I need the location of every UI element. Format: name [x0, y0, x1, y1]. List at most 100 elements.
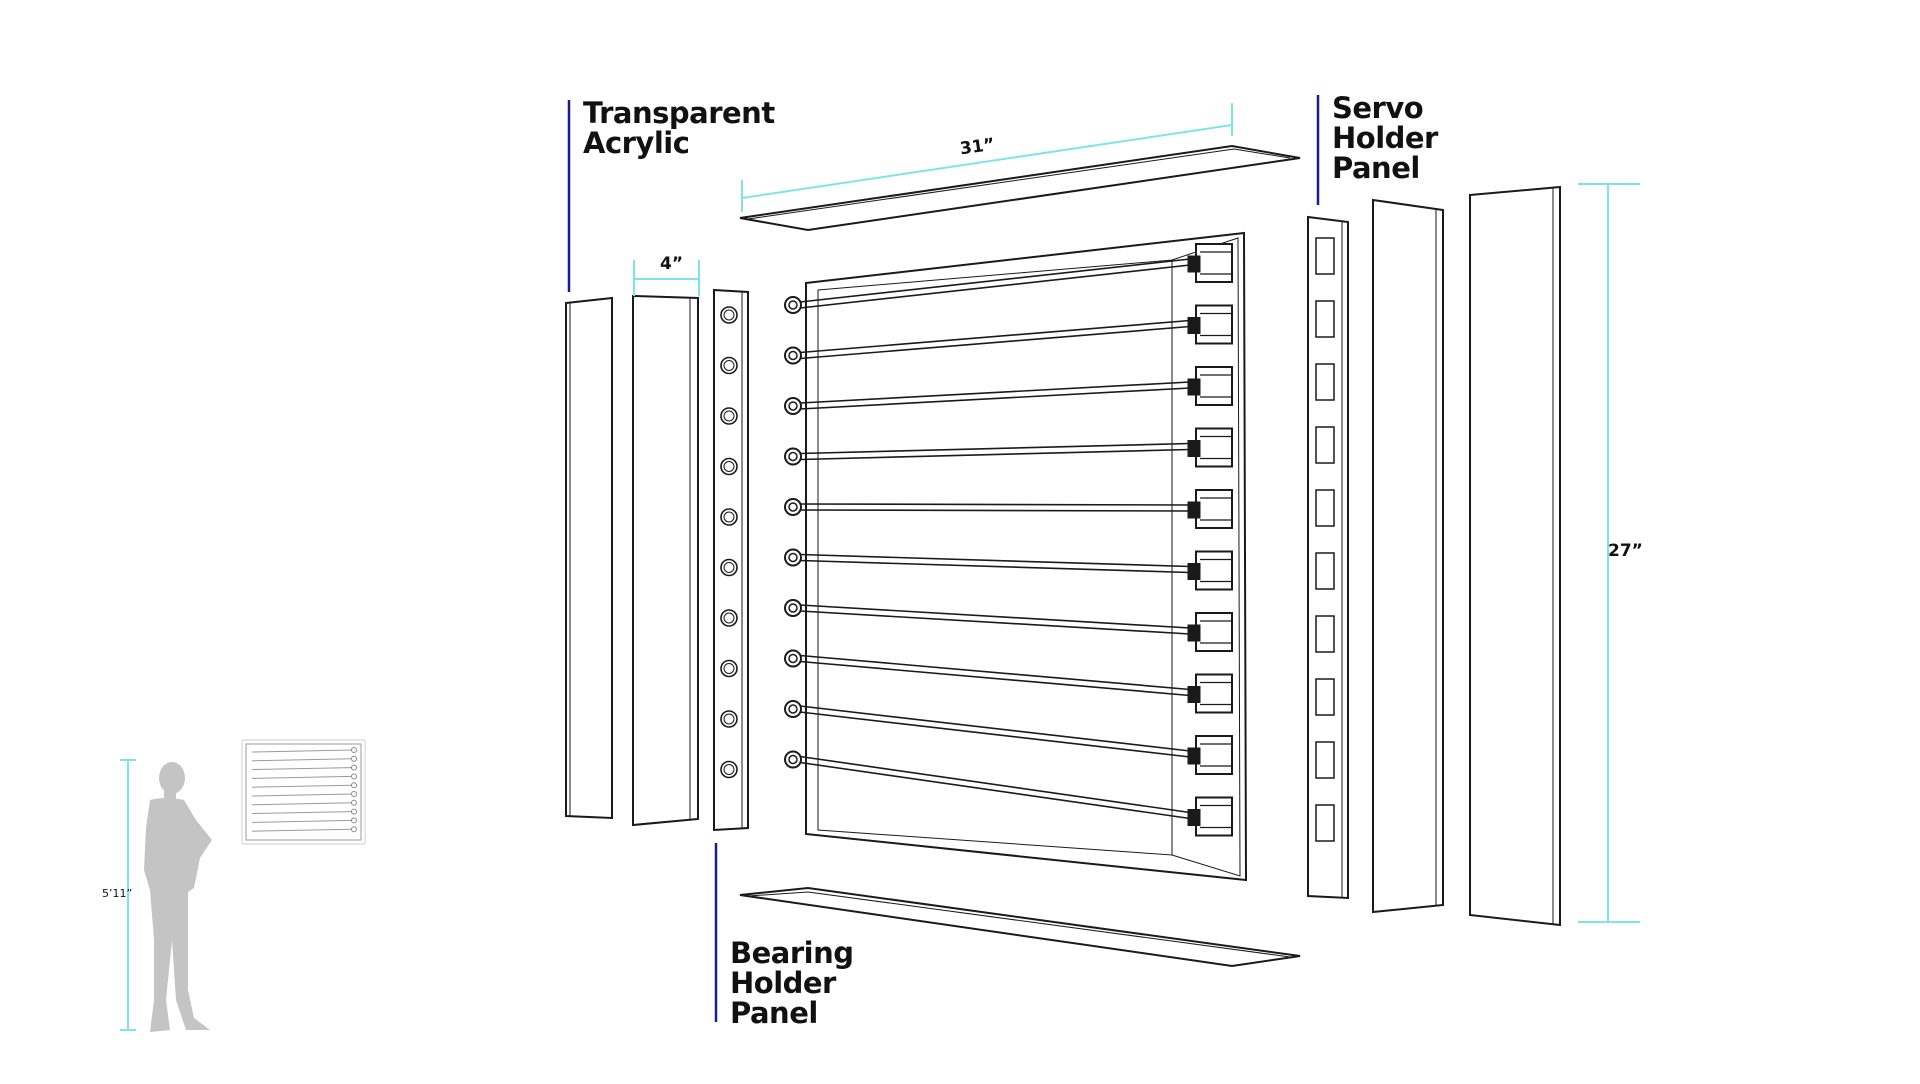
top-rail — [739, 144, 1301, 232]
mini-servo — [351, 808, 357, 815]
mini-rod — [251, 793, 353, 797]
servo-horn — [1187, 317, 1201, 334]
mini-rod — [251, 802, 353, 806]
dimension-31-line — [741, 103, 1233, 212]
person-height-label: 5’11” — [102, 887, 133, 900]
mini-servo — [351, 773, 357, 780]
servo-holder-panel — [1307, 215, 1349, 900]
rod-assembly — [784, 599, 1233, 652]
servo-slot — [1315, 489, 1335, 527]
mini-servo — [351, 747, 357, 753]
label-line: Panel — [1332, 151, 1420, 185]
bearing-hole-inner — [723, 360, 735, 371]
servo — [1195, 427, 1233, 468]
servo — [1195, 735, 1233, 775]
rod-edge — [799, 264, 1191, 309]
rod — [799, 503, 1191, 506]
servo — [1195, 796, 1233, 837]
rod — [799, 553, 1191, 568]
bearing-hole — [720, 609, 738, 627]
servo-horn — [1187, 255, 1201, 273]
rod-end-bearing-inner — [788, 300, 798, 310]
bearing-hole-inner — [723, 511, 735, 523]
servo-slot — [1315, 300, 1335, 338]
rod-end-bearing-inner — [788, 552, 798, 563]
bearing-hole — [720, 457, 738, 476]
bearing-hole — [720, 407, 738, 425]
servo — [1195, 243, 1233, 283]
bearing-hole — [720, 558, 738, 577]
servo — [1195, 550, 1233, 591]
servo — [1195, 489, 1233, 529]
label-line: Holder — [1332, 121, 1438, 155]
rod-assembly — [784, 489, 1233, 529]
label-line: Bearing — [730, 936, 854, 970]
servo — [1195, 366, 1233, 406]
servo-horn — [1187, 378, 1201, 396]
mini-servo — [351, 817, 357, 824]
servo-slot — [1315, 741, 1335, 779]
servo-horn — [1187, 624, 1201, 642]
transparent-acrylic-label: Transparent Acrylic — [583, 98, 775, 158]
rod-assembly — [784, 649, 1233, 714]
rod-end-bearing — [784, 346, 802, 365]
bearing-hole-inner — [723, 663, 735, 674]
rod-end-bearing — [784, 447, 802, 466]
servo-slot — [1315, 615, 1335, 653]
bearing-hole-inner — [723, 461, 735, 472]
rod-edge — [799, 660, 1191, 697]
scale-reference-assembly — [241, 739, 366, 845]
servo-slot — [1315, 363, 1335, 401]
rod-end-bearing-inner — [788, 350, 798, 361]
rod-edge — [799, 610, 1191, 635]
rod-end-bearing-inner — [788, 603, 798, 613]
acrylic-panel-right-1 — [1372, 198, 1444, 914]
acrylic-panel-inner — [632, 294, 699, 827]
label-line: Servo — [1332, 91, 1424, 125]
servo — [1195, 673, 1233, 714]
servo-horn — [1187, 440, 1201, 457]
rod-edge — [799, 761, 1191, 820]
servo-slot — [1315, 552, 1335, 590]
mini-rod — [251, 811, 353, 815]
bearing-hole-inner — [723, 410, 735, 422]
rod — [799, 755, 1191, 814]
bearing-hole-inner — [723, 562, 735, 573]
label-line: Acrylic — [583, 126, 690, 160]
bearing-holder-panel — [713, 288, 749, 832]
rod — [799, 705, 1191, 752]
servo-holder-panel-label: Servo Holder Panel — [1332, 93, 1438, 183]
bearing-hole — [720, 710, 738, 728]
servo — [1195, 304, 1233, 345]
bearing-hole — [720, 760, 738, 779]
mini-servo — [351, 782, 357, 789]
rod-edge — [799, 509, 1191, 512]
rod — [799, 442, 1191, 455]
mini-servo — [351, 791, 357, 797]
rods-group — [784, 243, 1233, 837]
rod-assembly — [784, 427, 1233, 468]
mini-rod — [251, 775, 353, 779]
bearing-hole — [720, 508, 738, 526]
servo-slot — [1315, 426, 1335, 464]
rod — [799, 319, 1191, 354]
servo-slot — [1315, 678, 1335, 716]
rod-end-bearing — [784, 700, 802, 718]
rod-end-bearing — [784, 397, 802, 415]
servo-horn — [1187, 686, 1201, 703]
depth-dimension-label: 4” — [660, 254, 684, 274]
mini-servo — [351, 799, 357, 806]
label-line: Holder — [730, 966, 836, 1000]
bearing-hole-inner — [723, 764, 735, 775]
rod-assembly — [784, 366, 1233, 415]
servo-horn — [1187, 809, 1201, 826]
bearing-hole-inner — [723, 713, 735, 725]
mini-rod — [251, 767, 353, 771]
rod-edge — [799, 448, 1191, 461]
rod-assembly — [784, 750, 1233, 837]
rod-edge — [799, 559, 1191, 574]
mini-rod — [251, 828, 353, 832]
mini-servo — [351, 826, 357, 833]
rod — [799, 258, 1191, 303]
rod-assembly — [784, 304, 1233, 365]
